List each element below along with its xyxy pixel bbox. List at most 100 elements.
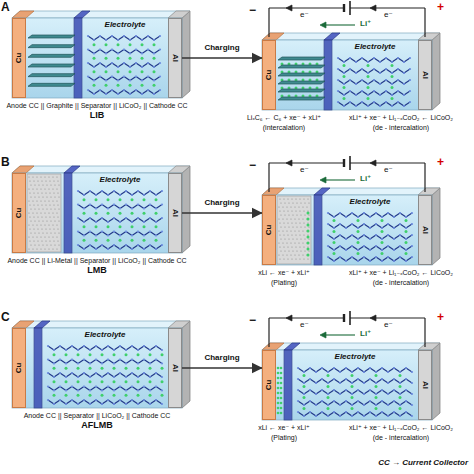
metal-grain: [279, 222, 280, 223]
metal-grain: [37, 180, 38, 181]
metal-grain: [294, 206, 295, 207]
aluminium-top-face: [168, 321, 190, 328]
metal-grain: [57, 240, 58, 241]
cobalt-oxide-site: [135, 48, 137, 50]
cobalt-oxide-site: [143, 248, 145, 250]
lithium-ion: [375, 396, 378, 399]
cobalt-oxide-site: [137, 190, 139, 192]
metal-grain: [53, 192, 54, 193]
cobalt-oxide-site: [345, 227, 347, 229]
cobalt-oxide-site: [77, 203, 79, 205]
metal-grain: [304, 238, 305, 239]
metal-grain: [282, 206, 283, 207]
plated-lithium: [280, 407, 283, 410]
metal-grain: [34, 244, 35, 245]
charged-cell: CuElectrolyteAlxLi ← xe⁻ + xLi⁺(Plating)…: [262, 350, 432, 420]
cobalt-oxide-site: [345, 216, 347, 218]
metal-grain: [308, 250, 309, 251]
cobalt-oxide-site: [113, 389, 115, 391]
cobalt-oxide-site: [119, 385, 121, 387]
metal-grain: [28, 200, 29, 201]
plated-lithium: [280, 412, 283, 415]
cobalt-oxide-site: [77, 376, 79, 378]
charged-cell: CuElectrolyteAlxLi ← xe⁻ + xLi⁺(Plating)…: [262, 195, 432, 265]
cell-stack-label: Anode CC || Li-Metal || Separator || LiC…: [0, 257, 202, 265]
lithium-ion: [141, 43, 144, 46]
metal-grain: [286, 242, 287, 243]
cobalt-oxide-site: [71, 372, 73, 374]
metal-grain: [48, 224, 49, 225]
cobalt-oxide-site: [405, 367, 407, 369]
cobalt-oxide-site: [117, 79, 119, 81]
metal-grain: [34, 196, 35, 197]
external-wire: [424, 8, 425, 37]
cobalt-oxide-site: [333, 238, 335, 240]
cobalt-oxide-site: [113, 403, 115, 405]
cobalt-oxide-site: [149, 244, 151, 246]
cobalt-oxide-site: [355, 72, 357, 74]
lithium-ion: [155, 239, 158, 242]
lithium-ion: [327, 385, 330, 388]
cobalt-oxide-site: [351, 212, 353, 214]
cobalt-oxide-site: [105, 66, 107, 68]
separator-sheet: [74, 18, 82, 98]
aluminium-top-face: [168, 166, 190, 173]
cobalt-oxide-site: [161, 244, 163, 246]
cobalt-oxide-site: [367, 72, 369, 74]
lithium-ion: [93, 70, 96, 73]
cobalt-oxide-site: [303, 371, 305, 373]
lithium-ion: [351, 374, 354, 377]
region-label: Electrolyte: [334, 43, 416, 52]
external-wire: [350, 162, 425, 163]
plated-lithium: [307, 236, 310, 239]
cell-stack-label: Anode CC || Graphite || Separator || LiC…: [0, 102, 202, 110]
reaction-type: (Plating): [232, 434, 336, 442]
metal-grain: [56, 236, 57, 237]
cell-type-label: LIB: [12, 111, 182, 121]
cobalt-oxide-site: [149, 376, 151, 378]
cobalt-oxide-site: [381, 238, 383, 240]
metal-grain: [30, 208, 31, 209]
cobalt-oxide-site: [297, 389, 299, 391]
cobalt-oxide-site: [411, 415, 413, 417]
cobalt-oxide-site: [77, 362, 79, 364]
lithium-ion: [399, 374, 402, 377]
cobalt-oxide-site: [123, 62, 125, 64]
cobalt-oxide-site: [393, 227, 395, 229]
cobalt-oxide-site: [153, 52, 155, 54]
cobalt-oxide-site: [149, 349, 151, 351]
lithium-ion: [131, 198, 134, 201]
cobalt-oxide-site: [65, 389, 67, 391]
electrolyte-region: Electrolyte: [84, 20, 166, 33]
cobalt-oxide-site: [393, 411, 395, 413]
plated-lithium: [280, 392, 283, 395]
metal-grain: [58, 196, 59, 197]
lithium-ion: [137, 353, 140, 356]
cobalt-oxide-site: [141, 93, 143, 95]
metal-grain: [45, 240, 46, 241]
metal-grain: [308, 214, 309, 215]
metal-grain: [30, 232, 31, 233]
cobalt-oxide-site: [411, 404, 413, 406]
reaction-equation: xLi⁺ + xe⁻ + Li₁₋ₓCoO₂ ← LiCoO₂: [334, 114, 468, 122]
cobalt-oxide-site: [375, 393, 377, 395]
lithium-ion: [343, 97, 346, 100]
lithium-ion: [105, 57, 108, 60]
lithium-ion: [405, 230, 408, 233]
lithium-ion: [129, 84, 132, 87]
metal-grain: [307, 198, 308, 199]
cobalt-oxide-site: [149, 389, 151, 391]
lithium-ion: [89, 353, 92, 356]
cobalt-oxide-site: [89, 230, 91, 232]
battery-cell: CuElectrolyteAlAnode CC || Li-Metal || S…: [12, 173, 182, 253]
metal-grain: [307, 258, 308, 259]
metal-grain: [29, 180, 30, 181]
metal-grain: [57, 228, 58, 229]
cobalt-oxide-site: [131, 399, 133, 401]
cobalt-oxide-site: [391, 61, 393, 63]
cobalt-oxide-site: [89, 403, 91, 405]
polarity-sign: −: [249, 159, 256, 172]
cobalt-oxide-site: [361, 90, 363, 92]
cobalt-oxide-site: [129, 79, 131, 81]
